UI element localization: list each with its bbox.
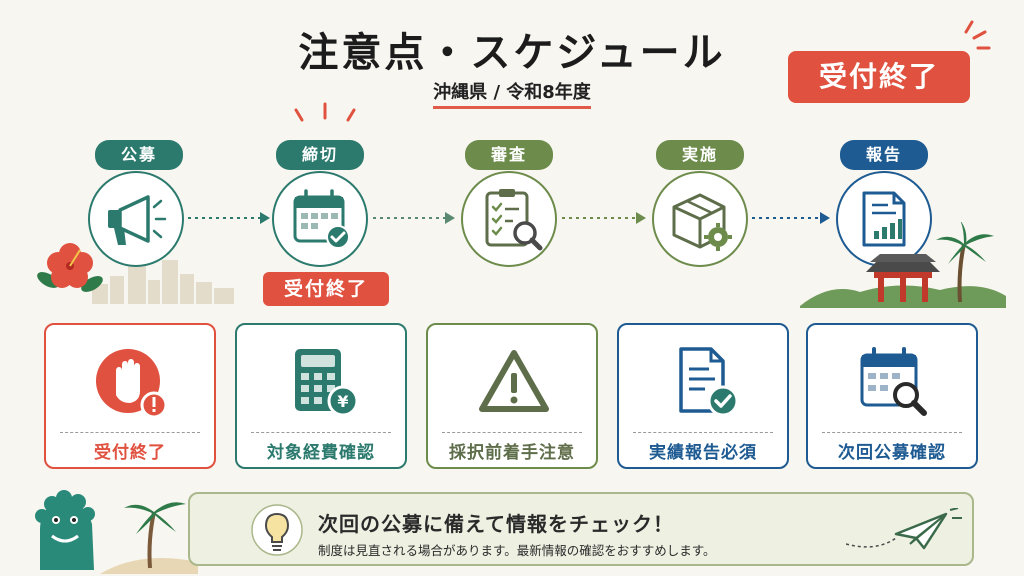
step-pill-houkoku: 報告	[840, 140, 928, 170]
card-label: 次回公募確認	[838, 443, 946, 463]
banner-main-text: 次回の公募に備えて情報をチェック！	[318, 512, 674, 536]
card-jisseki-houkoku: 実績報告必須	[617, 323, 789, 469]
card-separator	[251, 432, 391, 433]
card-saitaku-mae: 採択前着手注意	[426, 323, 598, 469]
step-circle-shinsa	[461, 171, 557, 267]
card-label: 実績報告必須	[649, 443, 757, 463]
card-label: 対象経費確認	[267, 443, 375, 463]
step-circle-houkoku	[836, 171, 932, 267]
page-title: 注意点・スケジュール	[298, 30, 726, 76]
step-pill-jisshi: 実施	[656, 140, 744, 170]
stop-hand-icon	[96, 349, 168, 419]
card-label: 採択前着手注意	[449, 443, 575, 463]
banner-sub-text: 制度は見直される場合があります。最新情報の確認をおすすめします。	[318, 543, 716, 558]
step-circle-jisshi	[652, 171, 748, 267]
step-circle-shimekiri	[272, 171, 368, 267]
calendar-check-icon	[293, 189, 350, 249]
attention-lines-icon	[964, 20, 991, 50]
arrow-2-icon	[373, 212, 455, 224]
card-taishou-keihi: ¥ 対象経費確認	[235, 323, 407, 469]
lightbulb-icon	[251, 504, 303, 556]
hibiscus-icon	[37, 243, 103, 292]
shuri-gate-palm-icon	[800, 222, 1006, 308]
megaphone-icon	[108, 195, 167, 245]
calendar-search-icon	[860, 347, 927, 416]
subtitle-prefix: 沖縄県 /	[433, 82, 507, 103]
arrow-3-icon	[562, 212, 646, 224]
card-separator	[442, 432, 582, 433]
step-pill-shimekiri: 締切	[276, 140, 364, 170]
card-separator	[60, 432, 200, 433]
svg-text:¥: ¥	[337, 392, 348, 411]
step-pill-koubo: 公募	[95, 140, 183, 170]
step-pill-shinsa: 審査	[465, 140, 553, 170]
city-skyline-icon	[92, 260, 234, 304]
closed-badge: 受付終了	[788, 51, 970, 103]
calculator-yen-icon: ¥	[295, 349, 359, 417]
info-banner: 次回の公募に備えて情報をチェック！ 制度は見直される場合があります。最新情報の確…	[188, 492, 974, 566]
document-check-icon	[679, 347, 739, 417]
card-separator	[822, 432, 962, 433]
page-subtitle: 沖縄県 / 令和8年度	[0, 78, 1024, 109]
warning-triangle-icon	[479, 350, 549, 412]
box-gear-icon	[672, 193, 732, 251]
paper-plane-icon	[846, 508, 962, 550]
card-label: 受付終了	[94, 443, 166, 463]
clipboard-search-icon	[485, 189, 543, 251]
report-chart-icon	[862, 191, 906, 247]
arrow-4-icon	[752, 212, 830, 224]
subtitle-year: 令和8年度	[506, 82, 591, 103]
step-circle-koubo	[88, 171, 184, 267]
emphasis-lines-icon	[294, 102, 356, 122]
card-separator	[633, 432, 773, 433]
card-uketsuke-shuuryou: 受付終了	[44, 323, 216, 469]
step-closed-badge: 受付終了	[263, 272, 389, 306]
card-jikai-koubo: 次回公募確認	[806, 323, 978, 469]
shisa-palm-icon	[35, 490, 198, 574]
arrow-1-icon	[188, 212, 270, 224]
